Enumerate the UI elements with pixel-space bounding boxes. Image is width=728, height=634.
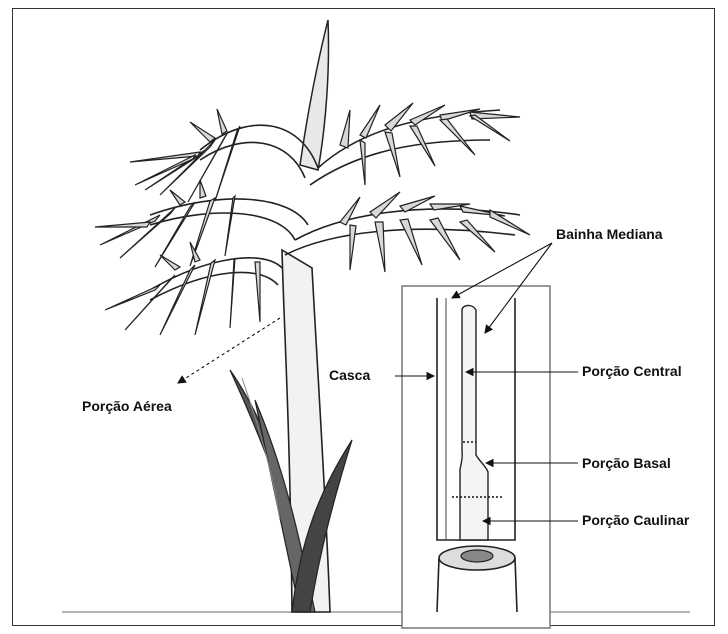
label-porcao-caulinar: Porção Caulinar — [582, 512, 689, 528]
label-porcao-aerea: Porção Aérea — [82, 398, 172, 414]
label-casca: Casca — [329, 367, 370, 383]
label-porcao-basal: Porção Basal — [582, 455, 671, 471]
label-bainha-mediana: Bainha Mediana — [556, 226, 663, 242]
stump-core — [461, 550, 493, 562]
spear-leaf — [300, 20, 329, 170]
aerea-pointer — [178, 318, 280, 383]
label-porcao-central: Porção Central — [582, 363, 682, 379]
